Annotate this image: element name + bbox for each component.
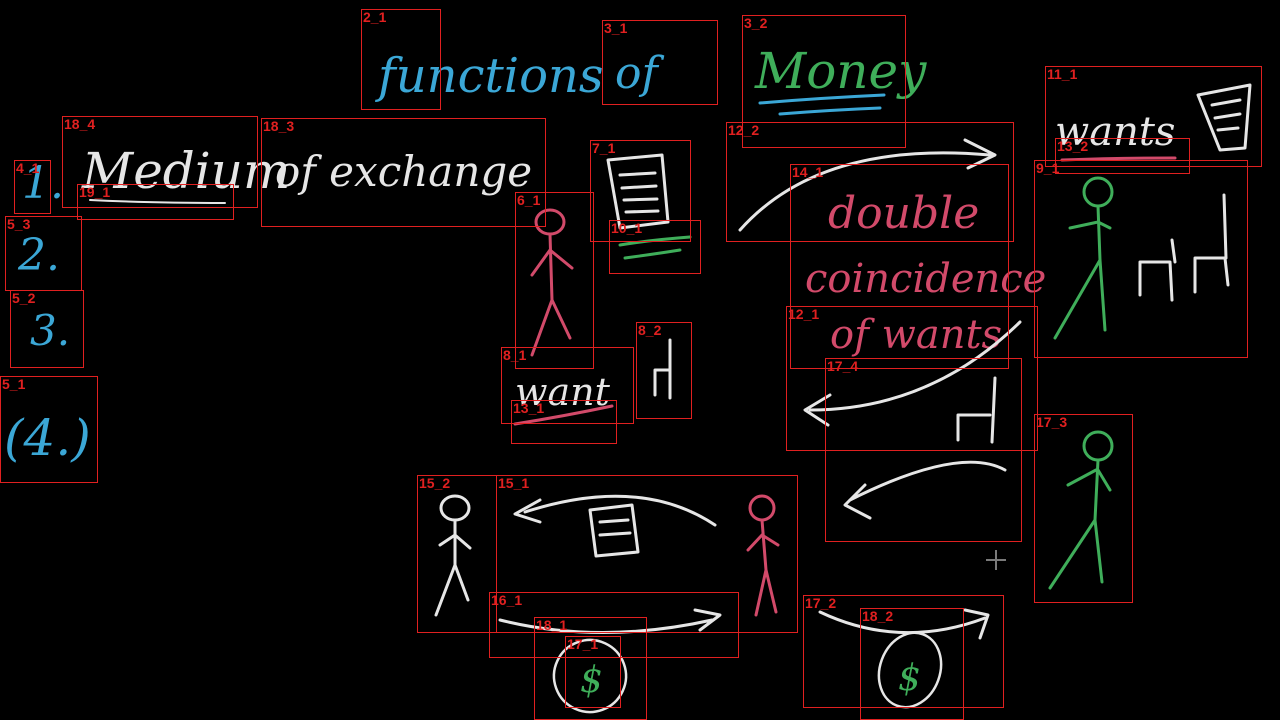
annotation-box: 19_1 xyxy=(77,184,234,220)
dollar-circle-right xyxy=(877,631,943,709)
arrow-bottom-left xyxy=(843,460,1007,520)
annotation-box: 12_1 xyxy=(786,306,1038,451)
annotation-box: 13_1 xyxy=(511,400,617,444)
dollar-circle-left xyxy=(552,638,628,714)
want-underline xyxy=(513,404,614,426)
of-exchange-words: of exchange xyxy=(275,147,532,196)
crosshair-cursor-icon xyxy=(986,550,1006,570)
annotation-box: 7_1 xyxy=(590,140,691,242)
annotation-box: 3_1 xyxy=(602,20,718,105)
annotation-box: 2_1 xyxy=(361,9,441,110)
dollar-sign-left: $ xyxy=(580,660,603,701)
document-icon-exchange xyxy=(588,503,640,558)
double-line: double xyxy=(828,188,979,239)
coincidence-line: coincidence xyxy=(805,256,1046,302)
document-underline xyxy=(618,235,692,260)
medium-underline xyxy=(89,199,226,204)
arrow-middle-left xyxy=(803,320,1022,427)
chair-pair-icon xyxy=(1138,193,1230,302)
annotation-box: 8_1 xyxy=(501,347,634,424)
annotation-box: 14_1 xyxy=(790,164,1009,369)
annotation-box: 18_3 xyxy=(261,118,546,227)
arrow-top-right xyxy=(738,138,997,232)
annotation-box: 8_2 xyxy=(636,322,692,419)
annotation-box: 17_1 xyxy=(565,636,621,708)
annotation-box: 17_4 xyxy=(825,358,1022,542)
paper-icon-right xyxy=(1196,83,1252,152)
title-word-functions: functions xyxy=(375,48,604,104)
document-icon xyxy=(606,153,670,230)
medium-word: Medium xyxy=(81,142,290,200)
annotation-box: 5_2 xyxy=(10,290,84,368)
annotation-box: 15_1 xyxy=(496,475,798,633)
money-underline xyxy=(758,93,886,116)
annotation-box: 5_3 xyxy=(5,216,82,291)
annotation-box: 17_2 xyxy=(803,595,1004,708)
list-number-3: 3. xyxy=(30,306,70,355)
annotation-box: 3_2 xyxy=(742,15,906,148)
annotation-box: 15_2 xyxy=(417,475,497,633)
pink-person-right xyxy=(746,494,780,617)
title-word-of: of xyxy=(615,48,664,99)
arrow-dollar-right xyxy=(818,608,990,640)
annotation-box: 18_4 xyxy=(62,116,258,208)
annotation-box: 10_1 xyxy=(609,220,701,274)
annotation-box: 9_1 xyxy=(1034,160,1248,358)
list-number-2: 2. xyxy=(17,230,60,281)
annotation-box: 5_1 xyxy=(0,376,98,483)
want-label: want xyxy=(515,370,611,414)
annotation-box: 6_1 xyxy=(515,192,594,369)
wants-label: wants xyxy=(1055,109,1175,155)
annotation-box: 11_1 xyxy=(1045,66,1262,167)
annotation-box: 13_2 xyxy=(1055,138,1190,174)
annotation-box: 12_2 xyxy=(726,122,1014,242)
annotation-box: 18_2 xyxy=(860,608,964,720)
chair-icon-middle xyxy=(956,376,997,444)
chair-icon-small xyxy=(653,338,672,400)
dollar-sign-right: $ xyxy=(898,658,921,699)
annotation-box: 16_1 xyxy=(489,592,739,658)
wants-underline xyxy=(1060,156,1177,162)
white-person-left xyxy=(434,494,472,617)
list-number-1: 1. xyxy=(22,158,64,209)
title-word-money: Money xyxy=(754,42,927,100)
of-wants-line: of wants xyxy=(830,312,1002,358)
arrow-exchange-top xyxy=(513,494,717,527)
annotation-box: 4_1 xyxy=(14,160,51,214)
list-number-4: (4.) xyxy=(4,409,91,467)
green-person-right xyxy=(1053,176,1114,340)
annotation-box: 17_3 xyxy=(1034,414,1133,603)
pink-person-left xyxy=(530,208,574,357)
green-person-lower xyxy=(1048,430,1114,590)
